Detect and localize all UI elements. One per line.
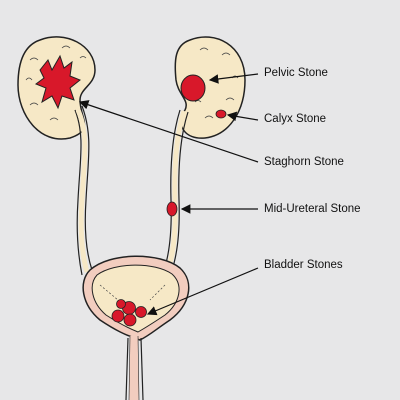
- label-calyx-stone: Calyx Stone: [264, 113, 327, 125]
- bladder: [82, 255, 190, 400]
- label-pelvic-stone: Pelvic Stone: [264, 67, 328, 79]
- bladder-stones-shape: [111, 299, 147, 327]
- label-staghorn-stone: Staghorn Stone: [264, 156, 344, 168]
- pelvic-stone-shape: [180, 74, 206, 102]
- pointer-lines: [78, 73, 259, 316]
- pointer-calyx: [226, 111, 259, 122]
- pointer-bladder: [146, 267, 259, 316]
- label-bladder-stones: Bladder Stones: [264, 259, 343, 271]
- label-mid-ureteral-stone: Mid-Ureteral Stone: [264, 203, 361, 215]
- mid-ureteral-stone-shape: [166, 201, 178, 217]
- calyx-stone-shape: [215, 109, 227, 119]
- pointer-pelvic: [208, 73, 259, 84]
- pointer-staghorn: [78, 100, 259, 163]
- staghorn-stone-shape: [34, 54, 81, 110]
- left-kidney: [17, 36, 96, 276]
